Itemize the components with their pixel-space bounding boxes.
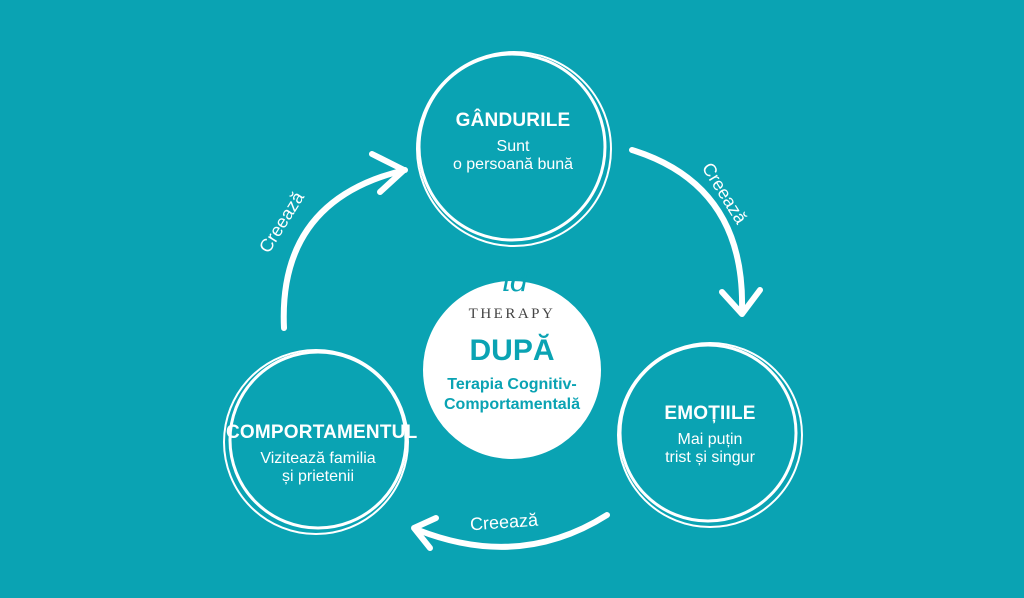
logo-wordmark: THERAPY	[468, 306, 556, 322]
center-disc	[423, 281, 601, 459]
logo-script-mark: id	[501, 264, 530, 299]
emotions-line-2: trist și singur	[665, 449, 755, 467]
center-subtitle-line-1: Terapia Cognitiv-	[447, 376, 577, 393]
center-title: DUPĂ	[469, 334, 555, 367]
thoughts-node: GÂNDURILE Sunt o persoană bună	[432, 110, 594, 175]
behavior-title: COMPORTAMENTUL	[226, 422, 418, 443]
emotions-ring	[617, 342, 803, 528]
arrow-emotions-to-behavior	[411, 512, 610, 551]
behavior-line-1: Vizitează familia	[260, 449, 376, 467]
center-subtitle-line-2: Comportamentală	[443, 396, 581, 413]
thoughts-title: GÂNDURILE	[455, 110, 571, 131]
arrow-behavior-to-thoughts	[280, 151, 408, 331]
emotions-title: EMOȚIILE	[664, 403, 756, 424]
behavior-node: COMPORTAMENTUL Vizitează familia și prie…	[226, 422, 418, 487]
behavior-ring	[223, 349, 409, 535]
behavior-line-2: și prietenii	[281, 468, 355, 486]
emotions-node: EMOȚIILE Mai puțin trist și singur	[630, 403, 790, 468]
emotions-line-1: Mai puțin	[677, 430, 743, 448]
thoughts-line-1: Sunt	[496, 137, 530, 155]
arrow-thoughts-to-emotions	[629, 147, 763, 317]
thoughts-ring	[416, 51, 612, 247]
thoughts-line-2: o persoană bună	[452, 156, 574, 174]
